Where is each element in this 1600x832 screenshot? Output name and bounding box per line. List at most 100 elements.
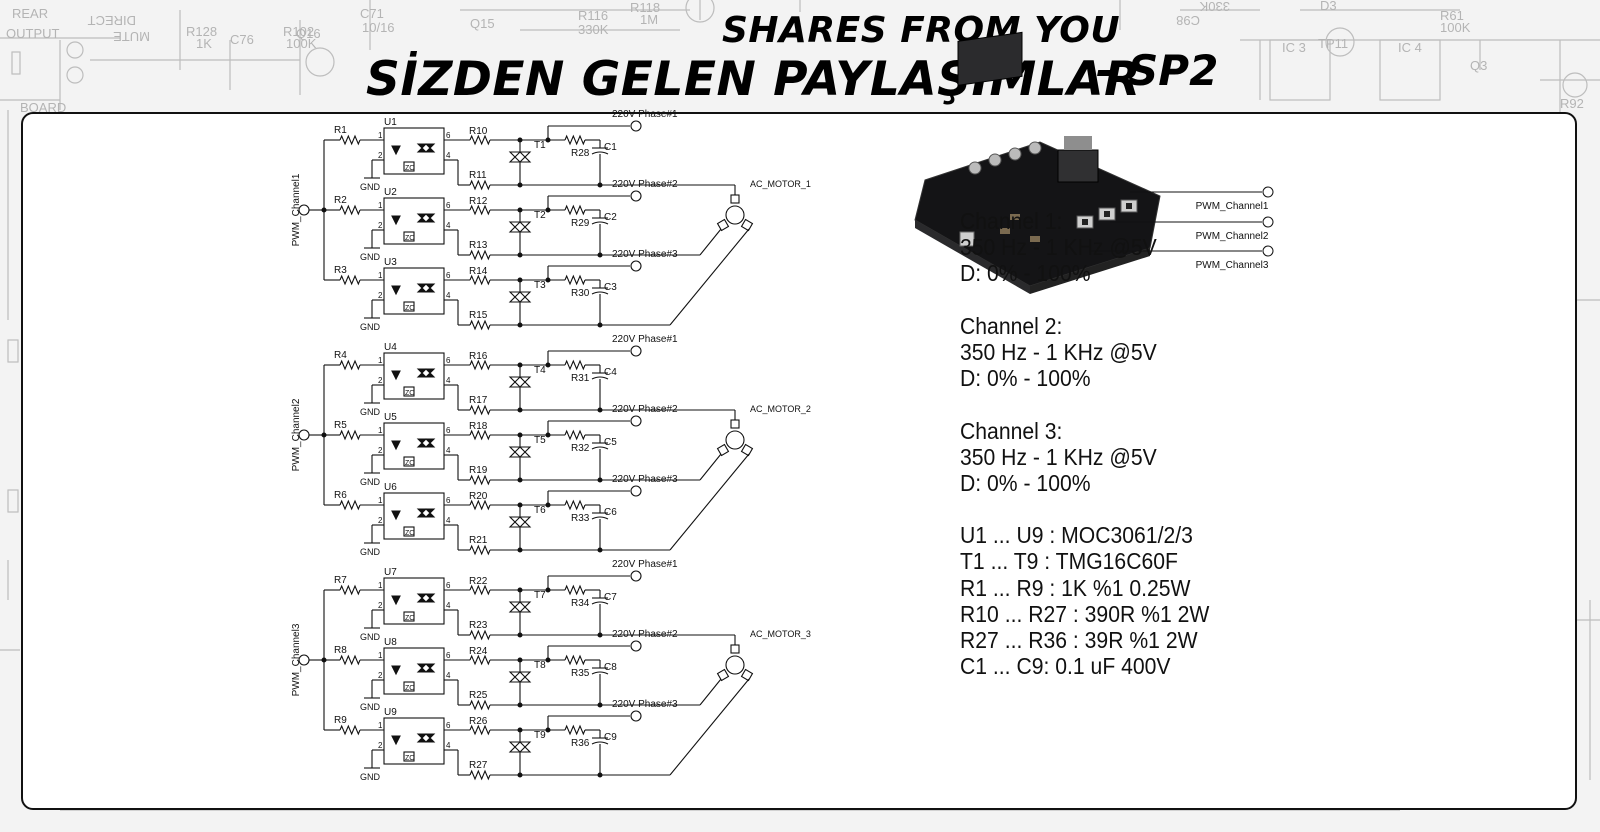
triac-driver-symbol xyxy=(416,593,436,603)
pwm-label: PWM_Channel3 xyxy=(291,623,302,696)
pin-number: 1 xyxy=(378,721,383,730)
smd-component xyxy=(1000,228,1010,234)
ground-label: GND xyxy=(360,702,381,712)
gate-resistor-label: R24 xyxy=(469,646,488,657)
led-symbol xyxy=(391,145,401,156)
zero-cross-symbol xyxy=(403,161,415,172)
optocoupler-body xyxy=(383,197,445,245)
resistor-symbol xyxy=(469,274,491,286)
background-traces xyxy=(0,0,1600,811)
triac-label: T1 xyxy=(534,140,546,151)
phase-terminal xyxy=(630,485,642,497)
zero-cross-label: ZC xyxy=(405,305,414,312)
pin-number: 2 xyxy=(378,221,383,230)
capacitor-plate xyxy=(591,741,609,745)
bom-line: R1 ... R9 : 1K %1 0.25W xyxy=(960,574,1191,601)
background-label: 330K xyxy=(578,22,609,37)
pin-number: 6 xyxy=(446,201,451,210)
capacitor-label: C5 xyxy=(604,437,617,448)
resistor-symbol xyxy=(469,429,491,441)
resistor-symbol xyxy=(469,544,491,556)
bom-line: T1 ... T9 : TMG16C60F xyxy=(960,548,1178,575)
pin-number: 4 xyxy=(446,601,451,610)
triac-label: T2 xyxy=(534,210,546,221)
bom-line: C1 ... C9: 0.1 uF 400V xyxy=(960,653,1171,680)
optocoupler-body xyxy=(383,492,445,540)
pin-number: 6 xyxy=(446,581,451,590)
resistor-symbol xyxy=(339,274,361,286)
phase-label: 220V Phase#3 xyxy=(612,699,678,710)
channel-name: Channel 3: xyxy=(960,417,1063,444)
low-resistor-label: R19 xyxy=(469,465,488,476)
background-label: 1K xyxy=(196,36,212,51)
phase-terminal xyxy=(630,260,642,272)
low-resistor-label: R21 xyxy=(469,535,488,546)
optocoupler-body xyxy=(383,577,445,625)
optocoupler-label: U3 xyxy=(384,257,397,268)
pin-number: 6 xyxy=(446,356,451,365)
triac-driver-symbol xyxy=(416,438,436,448)
phase-terminal xyxy=(630,415,642,427)
pin-number: 6 xyxy=(446,496,451,505)
phase-label: 220V Phase#1 xyxy=(612,559,678,570)
smd-component xyxy=(1010,214,1020,220)
phase-terminal xyxy=(630,120,642,132)
resistor-symbol xyxy=(564,654,586,666)
pin-number: 1 xyxy=(378,131,383,140)
input-resistor-label: R4 xyxy=(334,350,347,361)
resistor-symbol xyxy=(339,429,361,441)
snubber-resistor-label: R32 xyxy=(571,443,590,454)
resistor-symbol xyxy=(469,654,491,666)
background-label: R128 xyxy=(186,24,217,39)
channel-spec-1: Channel 1: 350 Hz - 1 KHz @5V D: 0% - 10… xyxy=(960,208,1231,287)
board-pad xyxy=(968,161,982,175)
gate-resistor-label: R16 xyxy=(469,351,488,362)
optocoupler-label: U6 xyxy=(384,482,397,493)
motor-terminal xyxy=(730,194,740,204)
low-resistor-label: R11 xyxy=(469,170,487,181)
triac-symbol xyxy=(508,291,532,303)
smd-component xyxy=(1030,236,1040,242)
pin-number: 4 xyxy=(446,516,451,525)
board-input-label: PWM_Channel3 xyxy=(1196,260,1269,271)
resistor-symbol xyxy=(564,204,586,216)
input-resistor-label: R6 xyxy=(334,490,347,501)
wire xyxy=(699,678,722,706)
resistor-symbol xyxy=(339,134,361,146)
capacitor-label: C3 xyxy=(604,282,617,293)
pin-number: 4 xyxy=(446,151,451,160)
capacitor-plate xyxy=(591,151,609,155)
bom-line: R10 ... R27 : 390R %1 2W xyxy=(960,600,1210,627)
triac-label: T5 xyxy=(534,435,546,446)
triac-symbol xyxy=(508,151,532,163)
board-wires xyxy=(1090,186,1274,257)
background-label: R116 xyxy=(578,8,608,23)
capacitor-plate xyxy=(591,221,609,225)
board-pad-hole xyxy=(1082,219,1088,225)
pin-number: 6 xyxy=(446,131,451,140)
resistor-symbol xyxy=(339,584,361,596)
pin-number: 1 xyxy=(378,581,383,590)
motor-label: AC_MOTOR_2 xyxy=(750,404,811,414)
wire xyxy=(669,678,750,776)
gate-resistor-label: R26 xyxy=(469,716,488,727)
pin-number: 4 xyxy=(446,221,451,230)
schematic-wires xyxy=(298,120,754,781)
snubber-resistor-label: R30 xyxy=(571,288,590,299)
resistor-symbol xyxy=(469,249,491,261)
background-label: C98 xyxy=(1176,13,1200,28)
pin-number: 1 xyxy=(378,201,383,210)
motor-terminal xyxy=(716,443,730,457)
pin-number: 2 xyxy=(378,446,383,455)
snubber-resistor-label: R28 xyxy=(571,148,590,159)
gate-resistor-label: R20 xyxy=(469,491,488,502)
junction-dot xyxy=(517,502,523,508)
pin-number: 1 xyxy=(378,356,383,365)
gate-resistor-label: R12 xyxy=(469,196,488,207)
input-resistor-label: R9 xyxy=(334,715,347,726)
resistor-symbol xyxy=(469,769,491,781)
wire xyxy=(669,228,750,326)
wire xyxy=(699,453,722,481)
motor-terminal xyxy=(716,668,730,682)
